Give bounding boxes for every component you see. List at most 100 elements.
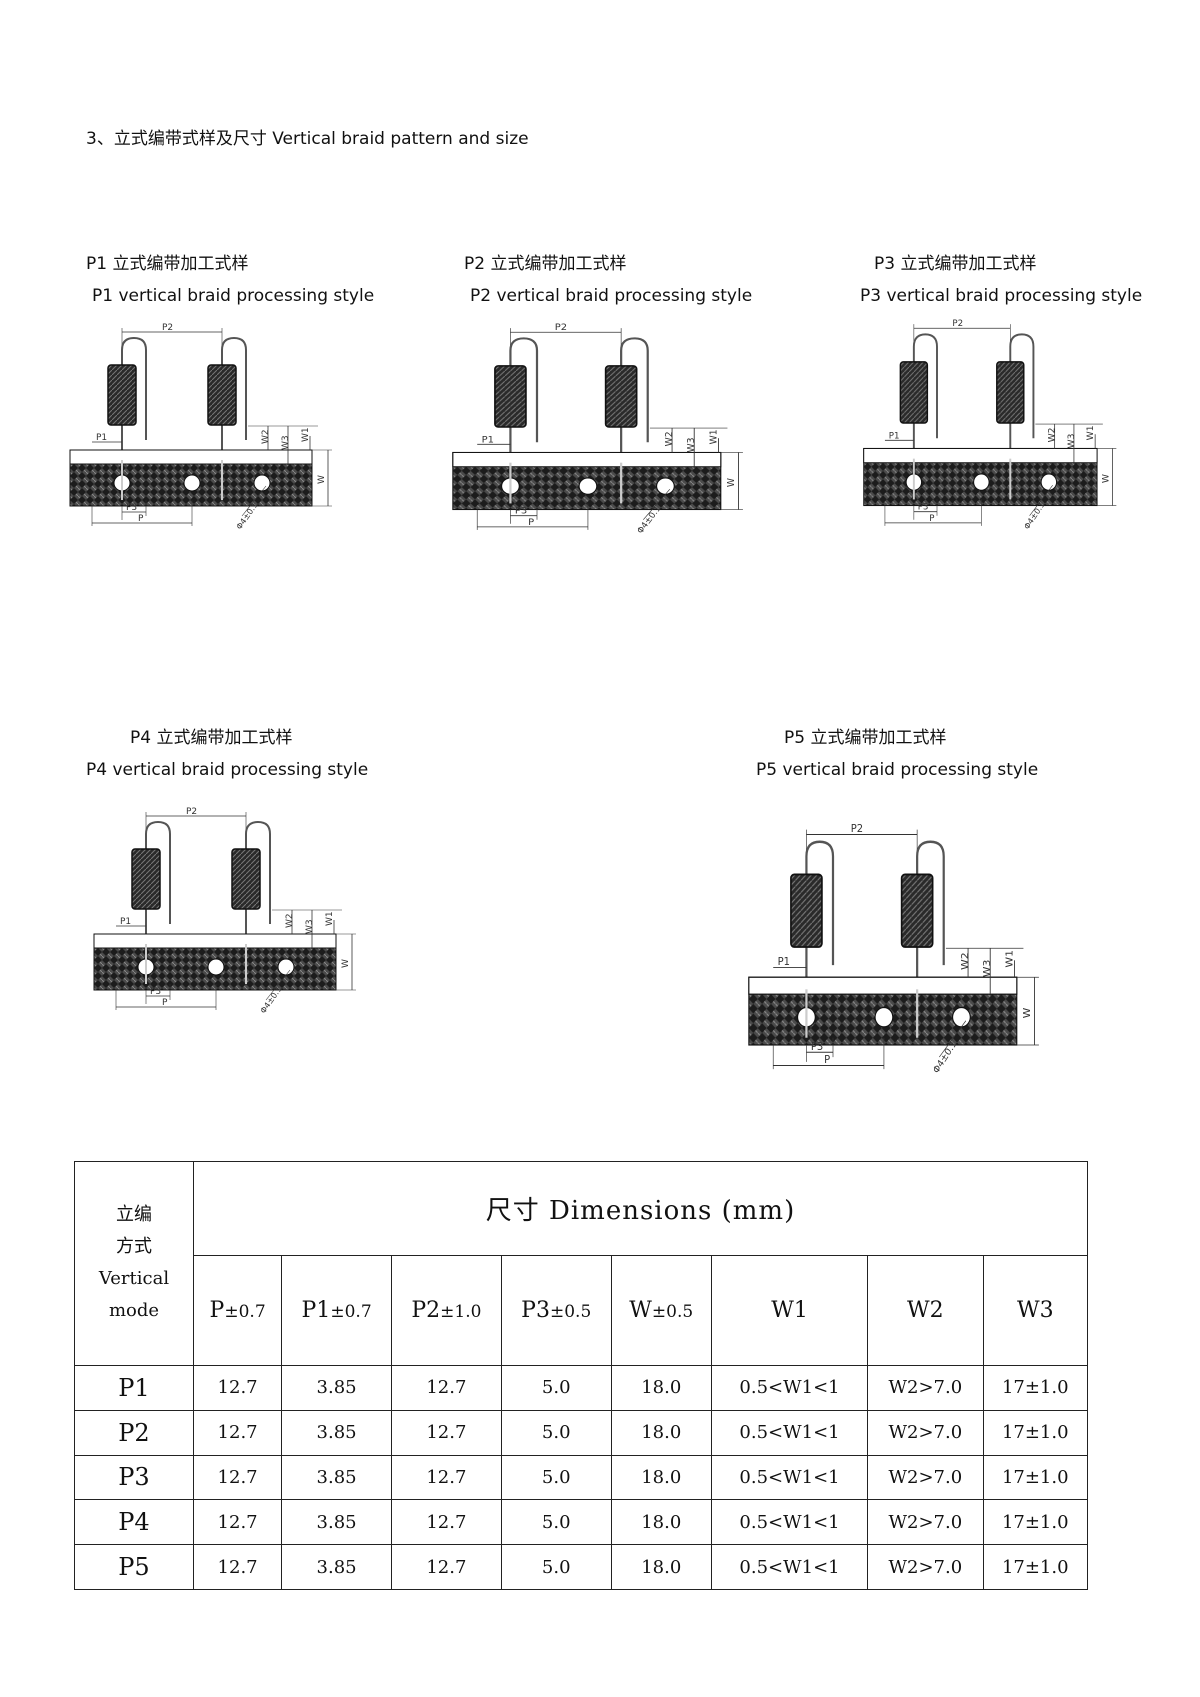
figure-caption-p5: P5 立式编带加工式样 P5 vertical braid processing… xyxy=(756,728,1039,780)
cover-tape xyxy=(748,976,1018,995)
column-header-p1: P1±0.7 xyxy=(281,1255,392,1366)
table-cell: 3.85 xyxy=(281,1364,392,1411)
sprocket-hole xyxy=(952,1006,971,1028)
table-cell: 17±1.0 xyxy=(982,1409,1089,1456)
component-body xyxy=(996,361,1025,424)
component-body xyxy=(207,364,237,426)
w-dimension-label: W xyxy=(341,959,351,968)
table-cell: 12.7 xyxy=(391,1364,502,1411)
table-cell: 18.0 xyxy=(610,1499,712,1546)
diagram-p4: P2 W W2 W3 W1 P1 P3 P xyxy=(86,804,366,1015)
p-dimension-label: P xyxy=(929,514,935,524)
table-cell: 0.5<W1<1 xyxy=(710,1364,869,1411)
diagram-p5: P2 W W2 W3 W1 P1 P3 P xyxy=(740,820,1050,1076)
w1-dimension-label: W1 xyxy=(1086,425,1096,440)
p1-dimension-label: P1 xyxy=(482,435,494,446)
w-dimension-label: W xyxy=(726,478,737,488)
braid-diagram: P2 W W2 W3 W1 P1 P3 P xyxy=(748,823,1039,1076)
sprocket-hole xyxy=(1040,473,1058,491)
component-body xyxy=(900,873,934,948)
figure-caption-p1: P1 立式编带加工式样 P1 vertical braid processing… xyxy=(86,254,375,306)
component-body xyxy=(231,848,261,910)
w1-dimension-label: W1 xyxy=(325,911,335,926)
cover-tape xyxy=(452,451,722,468)
w1-dimension-label: W1 xyxy=(708,429,719,444)
mode-header: 立编 方式 Vertical mode xyxy=(74,1161,194,1366)
sprocket-hole xyxy=(656,477,675,495)
column-header-w1: W1 xyxy=(710,1255,869,1366)
sprocket-hole xyxy=(277,958,295,976)
table-cell: 5.0 xyxy=(500,1364,612,1411)
sprocket-hole xyxy=(578,477,598,495)
table-cell: W2>7.0 xyxy=(867,1544,984,1590)
table-cell: 5.0 xyxy=(500,1454,612,1501)
table-cell: 0.5<W1<1 xyxy=(710,1499,869,1546)
figure-caption-p2: P2 立式编带加工式样 P2 vertical braid processing… xyxy=(464,254,753,306)
column-header-p2: P2±1.0 xyxy=(391,1255,502,1366)
p1-dimension-label: P1 xyxy=(120,917,131,927)
sprocket-hole xyxy=(253,474,271,492)
component-body xyxy=(494,365,527,428)
table-cell: 17±1.0 xyxy=(982,1364,1089,1411)
table-cell: 5.0 xyxy=(500,1499,612,1546)
table-cell: 3.85 xyxy=(281,1409,392,1456)
table-cell: 3.85 xyxy=(281,1544,392,1590)
table-cell: 12.7 xyxy=(391,1544,502,1590)
table-cell: 18.0 xyxy=(610,1364,712,1411)
braid-diagram: P2 W W2 W3 W1 P1 P3 P xyxy=(93,807,356,1015)
table-cell: 12.7 xyxy=(192,1499,283,1546)
diagram-p1: P2 W W2 W3 W1 P1 P3 P xyxy=(62,320,342,531)
braid-diagram: P2 W W2 W3 W1 P1 P3 P xyxy=(69,323,332,531)
table-cell: 12.7 xyxy=(192,1454,283,1501)
sprocket-hole xyxy=(874,1006,894,1028)
p2-dimension-label: P2 xyxy=(851,823,863,836)
w2-dimension-label: W2 xyxy=(285,913,295,928)
dimensions-title: 尺寸 Dimensions (mm) xyxy=(193,1160,1088,1257)
table-cell: 12.7 xyxy=(192,1544,283,1590)
w3-dimension-label: W3 xyxy=(305,919,315,934)
p1-dimension-label: P1 xyxy=(96,433,107,443)
table-cell: W2>7.0 xyxy=(867,1454,984,1501)
p3-dimension-label: P3 xyxy=(126,503,137,513)
table-cell: 18.0 xyxy=(610,1544,712,1590)
cover-tape xyxy=(69,449,313,465)
table-cell: 0.5<W1<1 xyxy=(710,1454,869,1501)
p3-dimension-label: P3 xyxy=(150,987,161,997)
table-cell: 0.5<W1<1 xyxy=(710,1544,869,1590)
column-header-p: P±0.7 xyxy=(192,1255,283,1366)
diagram-p3: P2 W W2 W3 W1 P1 P3 P xyxy=(856,316,1126,531)
p-dimension-label: P xyxy=(824,1054,830,1067)
p-dimension-label: P xyxy=(528,517,534,528)
row-mode-label: P4 xyxy=(74,1499,194,1546)
w3-dimension-label: W3 xyxy=(686,438,697,453)
table-cell: 12.7 xyxy=(391,1499,502,1546)
component-body xyxy=(107,364,137,426)
component-body xyxy=(899,361,929,424)
table-cell: 18.0 xyxy=(610,1454,712,1501)
braid-diagram: P2 W W2 W3 W1 P1 P3 P xyxy=(863,319,1117,531)
table-cell: 5.0 xyxy=(500,1409,612,1456)
w3-dimension-label: W3 xyxy=(982,960,993,978)
w-dimension-label: W xyxy=(1021,1008,1032,1019)
table-cell: 3.85 xyxy=(281,1499,392,1546)
w1-dimension-label: W1 xyxy=(1004,950,1015,968)
p2-dimension-label: P2 xyxy=(555,323,567,334)
row-mode-label: P1 xyxy=(74,1364,194,1411)
w3-dimension-label: W3 xyxy=(281,435,291,450)
table-cell: 12.7 xyxy=(391,1454,502,1501)
dimensions-table: 立编 方式 Vertical mode 尺寸 Dimensions (mm) P… xyxy=(74,1160,1089,1590)
diagram-p2: P2 W W2 W3 W1 P1 P3 P xyxy=(444,320,754,536)
w2-dimension-label: W2 xyxy=(261,429,271,444)
column-header-w2: W2 xyxy=(867,1255,984,1366)
table-cell: 3.85 xyxy=(281,1454,392,1501)
sprocket-hole xyxy=(207,958,225,976)
braid-diagram: P2 W W2 W3 W1 P1 P3 P xyxy=(452,323,743,536)
table-cell: 12.7 xyxy=(391,1409,502,1456)
row-mode-label: P5 xyxy=(74,1544,194,1590)
figure-caption-p4: P4 立式编带加工式样 P4 vertical braid processing… xyxy=(86,728,369,780)
table-cell: 17±1.0 xyxy=(982,1454,1089,1501)
